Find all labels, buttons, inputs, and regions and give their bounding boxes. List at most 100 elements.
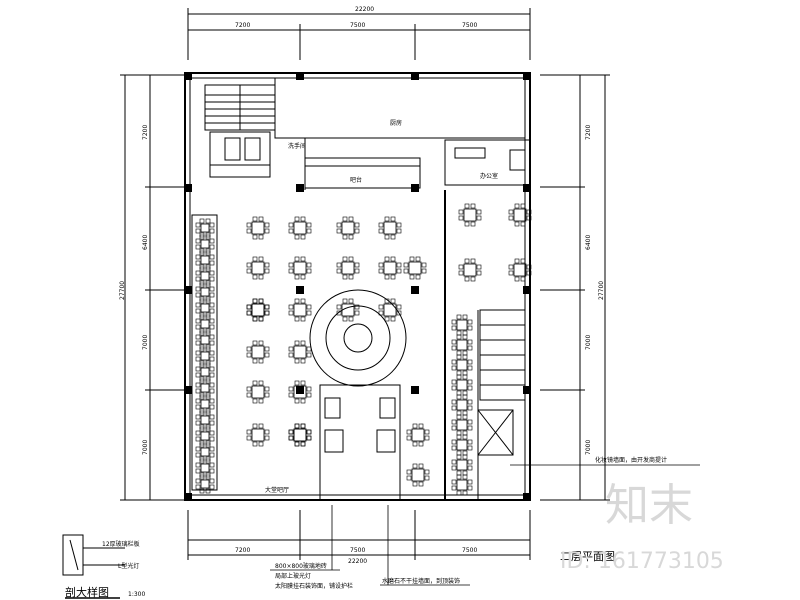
- plan-title: 二层平面图: [560, 550, 615, 563]
- column: [184, 386, 192, 394]
- right-partition: [444, 190, 526, 500]
- spiral-stair: [309, 289, 407, 387]
- dining-table: [458, 258, 482, 282]
- dining-table: [508, 258, 532, 282]
- left-dimension-line: [120, 74, 185, 501]
- column: [296, 286, 304, 294]
- dining-table: [195, 346, 215, 366]
- column: [184, 72, 192, 80]
- dining-table: [378, 216, 402, 240]
- dining-table: [195, 298, 215, 318]
- dining-table: [288, 380, 312, 404]
- dining-table: [246, 216, 270, 240]
- dining-table: [195, 378, 215, 398]
- column: [411, 386, 419, 394]
- dim-top-seg-1: 7200: [235, 22, 250, 29]
- dim-bottom-seg-2: 7500: [350, 547, 365, 554]
- column: [523, 493, 531, 501]
- room-label-office: 办公室: [480, 172, 498, 180]
- column: [523, 184, 531, 192]
- column: [523, 286, 531, 294]
- column: [296, 184, 304, 192]
- dining-table: [195, 426, 215, 446]
- dim-bottom-seg-1: 7200: [235, 547, 250, 554]
- column: [184, 493, 192, 501]
- column: [523, 386, 531, 394]
- dining-table: [195, 282, 215, 302]
- dining-table: [451, 454, 473, 476]
- watermark-brand: 知末: [605, 480, 693, 531]
- room-label-kitchen: 厨房: [390, 119, 402, 127]
- dining-tables: [195, 203, 532, 496]
- legend-line-2: L型光灯: [118, 562, 139, 570]
- dim-left-seg-3: 7000: [142, 335, 149, 350]
- column: [184, 286, 192, 294]
- legend-line-1: 12厚玻璃栏板: [102, 540, 140, 548]
- dim-right-seg-1: 7200: [585, 125, 592, 140]
- detail-scale: 1:300: [128, 591, 145, 598]
- dining-table: [195, 314, 215, 334]
- column: [411, 184, 419, 192]
- dining-table: [458, 203, 482, 227]
- dining-table: [406, 423, 430, 447]
- dim-right-seg-2: 6400: [585, 235, 592, 250]
- dim-left-seg-1: 7200: [142, 125, 149, 140]
- dining-table: [195, 234, 215, 254]
- callout-note-2: 局部上玻光灯: [275, 572, 311, 580]
- dining-table: [195, 458, 215, 478]
- dining-table: [195, 410, 215, 430]
- dining-table: [451, 414, 473, 436]
- entrance-area: [319, 384, 401, 501]
- room-label-washroom: 洗手间: [288, 142, 306, 150]
- dining-table: [288, 340, 312, 364]
- dining-table: [246, 298, 270, 322]
- dining-table: [451, 394, 473, 416]
- structural-columns: [184, 72, 531, 501]
- right-dimension-line: [540, 74, 610, 501]
- dim-right-seg-3: 7000: [585, 335, 592, 350]
- dim-bottom-seg-3: 7500: [462, 547, 477, 554]
- callout-note-3: 太阳膜挂石装饰面，铺设护栏: [275, 582, 353, 590]
- dining-table: [336, 256, 360, 280]
- room-label-lounge: 大堂吧厅: [265, 486, 289, 494]
- callout-note-4: 水磨石不干挂墙面，到顶装饰: [382, 577, 460, 585]
- dining-table: [195, 250, 215, 270]
- dining-table: [246, 423, 270, 447]
- dining-table: [336, 298, 360, 322]
- top-dimension-line: [187, 8, 531, 60]
- dining-table: [288, 256, 312, 280]
- dining-table: [378, 298, 402, 322]
- dining-table: [195, 442, 215, 462]
- dim-top-total: 22200: [355, 6, 374, 13]
- bottom-dimension-line: [187, 510, 531, 560]
- dining-table: [288, 423, 312, 447]
- dining-table: [451, 434, 473, 456]
- column: [411, 72, 419, 80]
- dim-top-seg-3: 7500: [462, 22, 477, 29]
- dim-left-seg-2: 6400: [142, 235, 149, 250]
- column: [184, 184, 192, 192]
- detail-title: 剖大样图: [65, 585, 109, 599]
- dining-table: [195, 218, 215, 238]
- dining-table: [195, 394, 215, 414]
- dining-table: [195, 330, 215, 350]
- dim-right-total: 27700: [598, 281, 605, 300]
- office: [444, 139, 531, 186]
- left-booth-row: [191, 214, 218, 491]
- dining-table: [195, 266, 215, 286]
- dining-table: [451, 354, 473, 376]
- callout-right-note: 化妆镜墙面，由开发商提计: [595, 456, 667, 464]
- dim-bottom-total: 22200: [348, 558, 367, 565]
- dining-table: [406, 463, 430, 487]
- watermark-id: ID: 161773105: [560, 549, 724, 574]
- dim-top-seg-2: 7500: [350, 22, 365, 29]
- dim-left-total: 27700: [119, 281, 126, 300]
- dim-left-seg-4: 7000: [142, 440, 149, 455]
- dining-table: [246, 380, 270, 404]
- callout-note-1: 800×800玻璃地砖: [275, 562, 327, 570]
- dining-table: [246, 256, 270, 280]
- dining-table: [451, 314, 473, 336]
- dining-table: [451, 334, 473, 356]
- dining-table: [288, 298, 312, 322]
